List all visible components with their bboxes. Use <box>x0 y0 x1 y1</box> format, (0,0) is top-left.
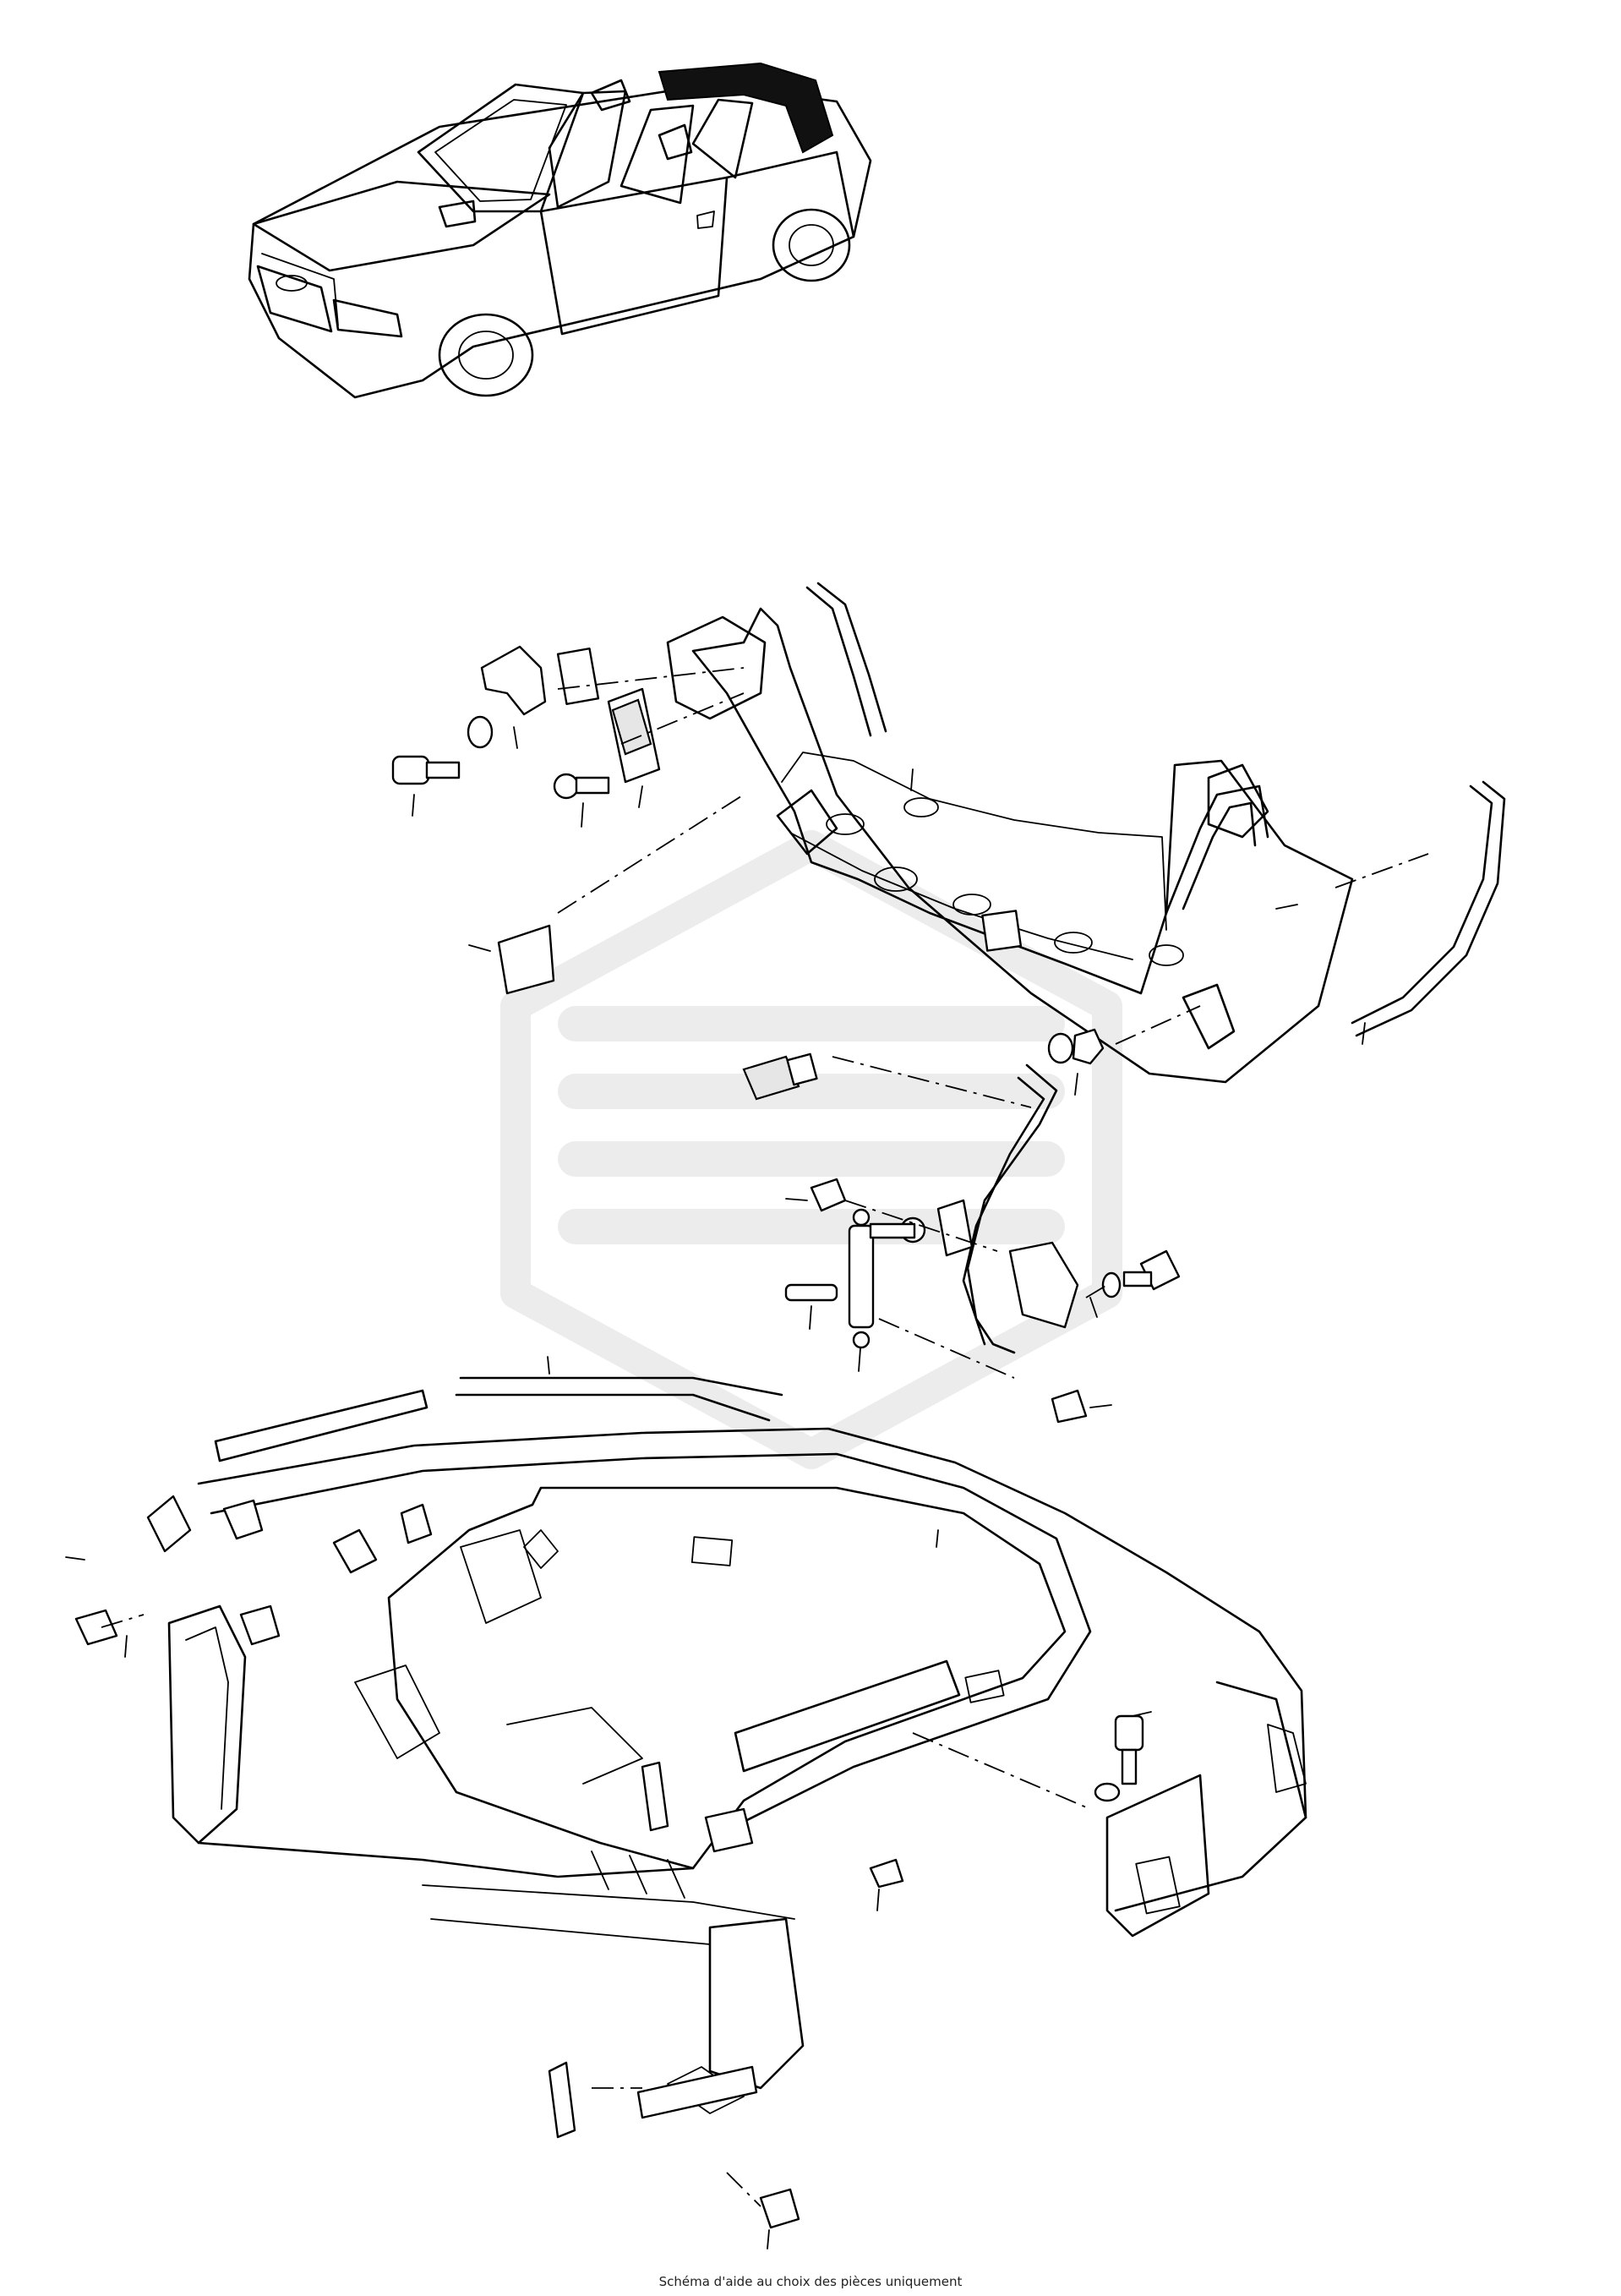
car-illustration <box>248 62 872 399</box>
rear-body-well <box>74 1376 1307 2229</box>
tonneau-cover-panel <box>666 582 1506 1084</box>
reference-ticks <box>65 726 1366 2250</box>
hardware-parts <box>391 645 1181 1424</box>
leader-lines <box>101 667 1429 2207</box>
diagram-caption: Schéma d'aide au choix des pièces unique… <box>658 2274 963 2289</box>
